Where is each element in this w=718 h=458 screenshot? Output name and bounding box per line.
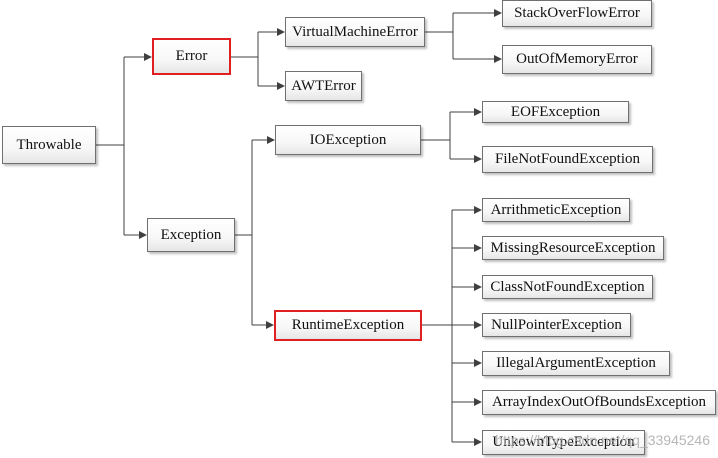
throwable-node: Throwable [2, 126, 96, 164]
file-not-found-exception-node: FileNotFoundException [482, 146, 653, 173]
io-exception-node: IOException [275, 125, 421, 155]
illegal-argument-exception-node: IllegalArgumentException [482, 351, 670, 376]
null-pointer-exception-node: NullPointerException [482, 313, 631, 337]
unknown-type-exception-node: UnkownTypeException [482, 430, 645, 455]
class-not-found-exception-node: ClassNotFoundException [482, 275, 653, 299]
stack-overflow-error-node: StackOverFlowError [502, 0, 652, 27]
missing-resource-exception-node: MissingResourceException [482, 236, 664, 260]
arithmetic-exception-node: ArrithmeticException [482, 198, 630, 222]
out-of-memory-error-node: OutOfMemoryError [502, 45, 652, 74]
awt-error-node: AWTError [285, 71, 362, 101]
error-node: Error [152, 38, 231, 75]
virtual-machine-error-node: VirtualMachineError [285, 17, 425, 47]
eof-exception-node: EOFException [482, 101, 629, 123]
runtime-exception-node: RuntimeException [274, 310, 422, 341]
watermark: https://blog.csdn.net/qq_33945246 [495, 432, 710, 448]
array-index-out-of-bounds-exception-node: ArrayIndexOutOfBoundsException [482, 390, 716, 415]
exception-node: Exception [147, 218, 235, 252]
